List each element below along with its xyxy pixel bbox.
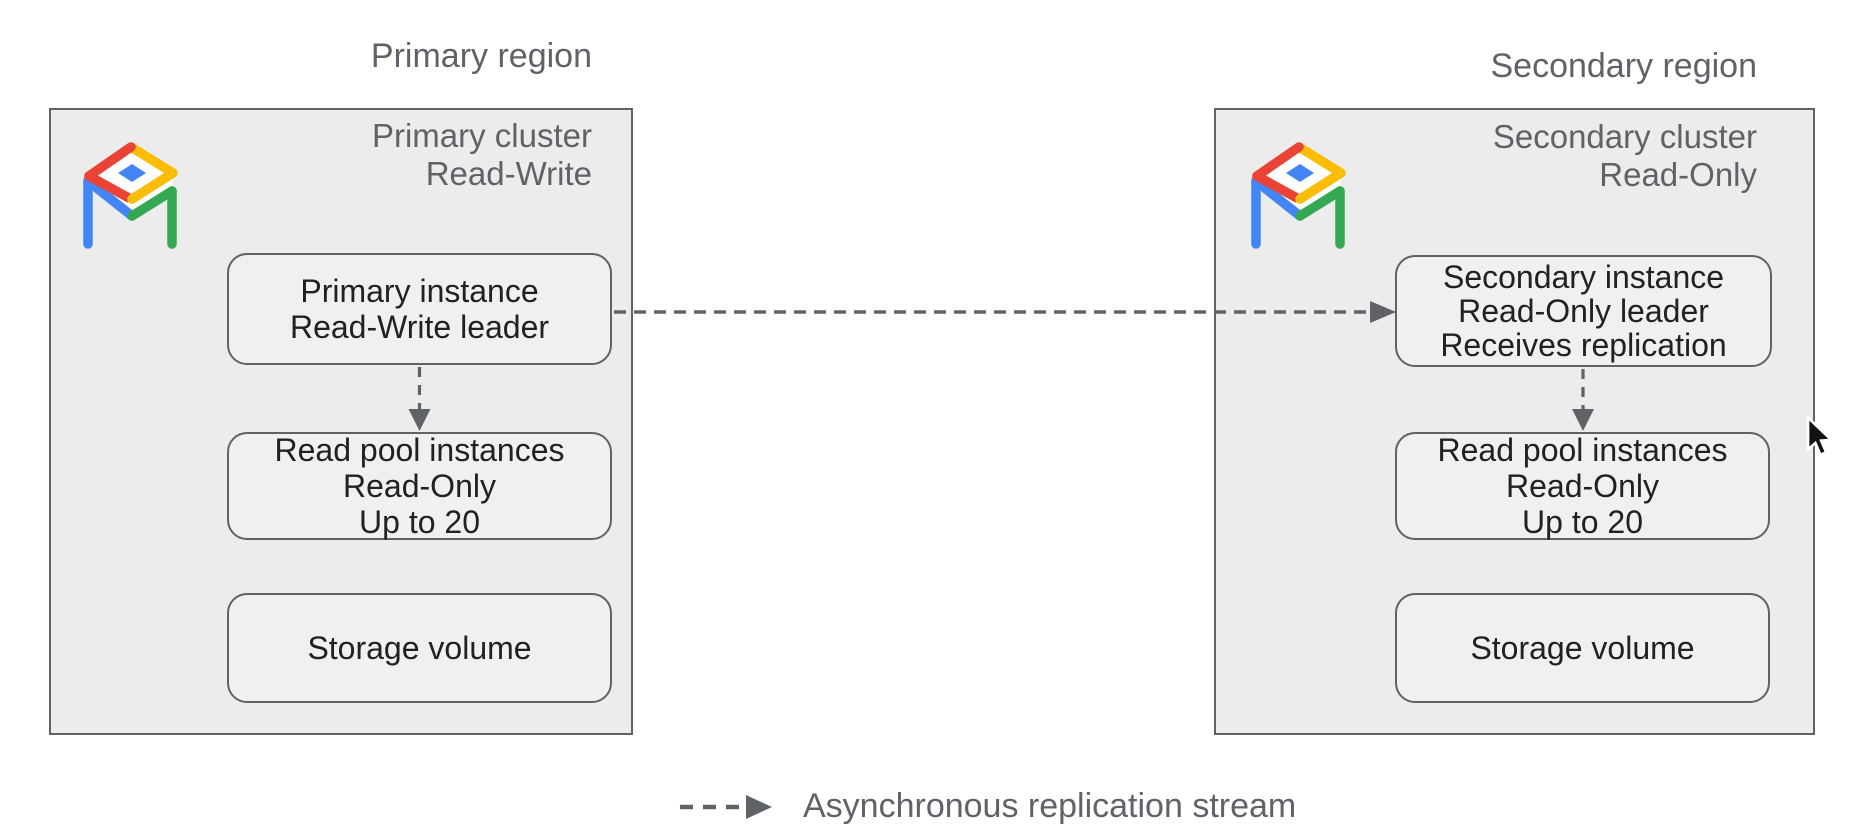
secondary-instance-line3: Receives replication: [1440, 327, 1727, 363]
primary-read-pool-node: Read pool instances Read-Only Up to 20: [227, 432, 612, 540]
primary-read-pool-line2: Read-Only: [343, 468, 496, 504]
secondary-read-pool-line2: Read-Only: [1506, 468, 1659, 504]
primary-storage-node: Storage volume: [227, 593, 612, 703]
primary-instance-line1: Primary instance: [300, 273, 539, 309]
primary-region-title: Primary region: [370, 37, 592, 75]
secondary-read-pool-line1: Read pool instances: [1437, 432, 1728, 468]
legend-arrowhead: [746, 795, 772, 819]
primary-read-pool-line1: Read pool instances: [274, 432, 565, 468]
legend-label: Asynchronous replication stream: [803, 787, 1297, 825]
primary-cluster-title-line2: Read-Write: [425, 155, 592, 192]
secondary-instance-line1: Secondary instance: [1442, 259, 1725, 295]
secondary-cluster-title-line1: Secondary cluster: [1492, 118, 1757, 155]
primary-storage-label: Storage volume: [307, 630, 532, 666]
secondary-read-pool-line3: Up to 20: [1522, 504, 1643, 540]
alloydb-icon: [1243, 133, 1353, 253]
primary-instance-line2: Read-Write leader: [289, 309, 550, 345]
secondary-storage-node: Storage volume: [1395, 593, 1770, 703]
primary-read-pool-line3: Up to 20: [359, 504, 480, 540]
secondary-storage-label: Storage volume: [1470, 630, 1695, 666]
primary-cluster-title-line1: Primary cluster: [371, 117, 592, 154]
mouse-cursor: [1806, 414, 1846, 465]
secondary-instance-line2: Read-Only leader: [1458, 293, 1709, 329]
alloydb-icon: [75, 133, 185, 253]
primary-cluster-title: Primary cluster Read-Write: [292, 117, 592, 193]
secondary-instance-node: Secondary instance Read-Only leader Rece…: [1395, 255, 1772, 367]
secondary-read-pool-node: Read pool instances Read-Only Up to 20: [1395, 432, 1770, 540]
secondary-cluster-title: Secondary cluster Read-Only: [1457, 118, 1757, 194]
secondary-cluster-title-line2: Read-Only: [1599, 156, 1757, 193]
secondary-region-title: Secondary region: [1490, 47, 1757, 85]
primary-instance-node: Primary instance Read-Write leader: [227, 253, 612, 365]
